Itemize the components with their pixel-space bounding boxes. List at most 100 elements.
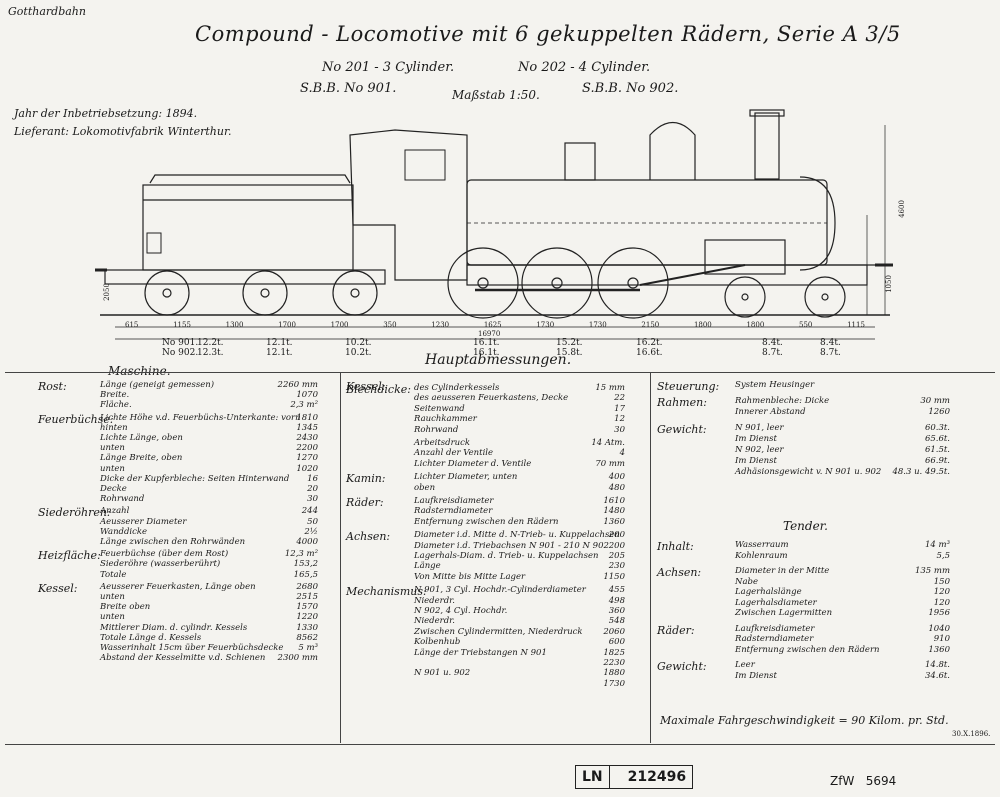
stamp-number: 212496 xyxy=(627,769,687,785)
spec-value: 17 xyxy=(614,403,625,414)
spec-label: Breite oben xyxy=(100,602,151,613)
spec-value: 1956 xyxy=(928,608,950,618)
spec-label: Rohrwand xyxy=(100,494,145,505)
dim-label: 1800 xyxy=(693,321,712,329)
spec-label: Siederöhre (wasserberührt) xyxy=(100,559,221,570)
spec-category: Gewicht: xyxy=(657,423,707,436)
main-heading: Hauptabmessungen. xyxy=(425,352,572,368)
spec-label: Lagerhalslänge xyxy=(735,587,802,597)
spec-value: 30 xyxy=(307,494,318,505)
spec-row: Lagerhals-Diam. d. Trieb- u. Kuppelachse… xyxy=(414,551,625,562)
spec-value: 2680 xyxy=(296,581,318,592)
spec-label: hinten xyxy=(100,422,128,433)
dim-label: 1230 xyxy=(431,321,450,329)
spec-label: unten xyxy=(100,592,125,602)
spec-row: Feuerbüchse (über dem Rost)12,3 m² xyxy=(100,549,318,560)
spec-value: 34.6t. xyxy=(924,670,950,681)
spec-label: Länge (geneigt gemessen) xyxy=(100,380,215,390)
dim-label: 350 xyxy=(383,321,397,329)
spec-label: unten xyxy=(100,463,125,474)
spec-value: 2430 xyxy=(296,433,318,443)
spec-category: Kessel: xyxy=(38,581,78,595)
spec-label: Lagerhalsdiameter xyxy=(735,597,817,608)
spec-row: System Heusinger xyxy=(735,380,814,391)
spec-label: Entfernung zwischen den Rädern xyxy=(414,516,559,527)
spec-value: 1330 xyxy=(296,622,318,633)
spec-row: Fläche.2,3 m² xyxy=(100,400,318,411)
spec-category: Blechdicke: xyxy=(346,383,411,396)
spec-value: 12 xyxy=(614,414,625,425)
spec-row: Lichte Höhe v.d. Feuerbüchs-Unterkante: … xyxy=(100,413,318,424)
spec-label: Niederdr. xyxy=(414,616,455,627)
max-speed-label: Maximale Fahrgeschwindigkeit = 90 Kilom.… xyxy=(660,714,949,727)
spec-label: des aeusseren Feuerkastens, Decke xyxy=(414,393,569,404)
spec-label: Lichter Diameter, unten xyxy=(414,472,518,483)
stamp-prefix: LN xyxy=(582,769,603,785)
axle-load-col: 10.2t.10.2t. xyxy=(345,338,372,358)
spec-category: Heizfläche: xyxy=(38,549,101,563)
spec-value: 30 mm xyxy=(920,396,950,406)
spec-label: Rauchkammer xyxy=(414,414,477,425)
year-label: Jahr der Inbetriebsetzung: 1894. xyxy=(14,107,198,120)
spec-label: Nabe xyxy=(735,576,758,587)
spec-label: Dicke der Kupferbleche: Seiten Hinterwan… xyxy=(100,473,290,484)
spec-label: N 902, leer xyxy=(735,445,784,455)
spec-value: 1880 xyxy=(603,668,625,679)
supplier-label: Lieferant: Lokomotivfabrik Winterthur. xyxy=(14,125,232,138)
spec-label: Leer xyxy=(735,660,755,670)
spec-row: Rauchkammer 12 xyxy=(414,414,625,425)
spec-category: Achsen: xyxy=(346,530,391,544)
spec-value: 2060 xyxy=(603,626,625,637)
spec-label: Länge der Triebstangen N 901 xyxy=(414,647,547,658)
axle-height-2: 2050 xyxy=(102,283,111,301)
spec-value: 48.3 u. 49.5t. xyxy=(892,467,950,477)
spec-label: Decke xyxy=(100,484,127,494)
spec-label: Lichte Länge, oben xyxy=(100,433,183,443)
tender-body xyxy=(142,184,354,271)
spec-label: Fläche. xyxy=(100,400,132,411)
tender-wheels xyxy=(144,270,378,316)
spec-value: 200 xyxy=(608,530,625,541)
spec-value: 2260 mm xyxy=(277,380,318,390)
spec-label: Adhäsionsgewicht v. N 901 u. 902 xyxy=(735,467,882,477)
dim-label: 615 xyxy=(125,321,139,329)
spec-category: Gewicht: xyxy=(657,660,707,673)
steam-dome xyxy=(649,121,696,180)
machine-heading: Maschine. xyxy=(108,364,171,378)
dim-label: 1625 xyxy=(483,321,502,329)
bogie-wheels xyxy=(724,276,846,318)
chimney xyxy=(754,112,780,180)
sbb-left: S.B.B. No 901. xyxy=(300,81,397,96)
spec-label: Zwischen Cylindermitten, Niederdruck xyxy=(414,626,583,637)
spec-value: 2515 xyxy=(296,592,318,602)
spec-value: 4 xyxy=(619,448,625,459)
spec-category: Achsen: xyxy=(657,566,702,579)
sbb-right: S.B.B. No 902. xyxy=(582,81,679,96)
dim-label: 1800 xyxy=(746,321,765,329)
spec-value: 66.9t. xyxy=(924,456,950,466)
dim-label: 1730 xyxy=(536,321,555,329)
spec-row: unten 2515 xyxy=(100,592,318,603)
column-divider xyxy=(650,373,651,743)
boiler xyxy=(466,179,828,266)
sand-dome xyxy=(564,142,596,181)
spec-value: 360 xyxy=(608,606,625,616)
locomotive-elevation-drawing xyxy=(95,109,893,340)
spec-value: 165,5 xyxy=(293,569,318,580)
